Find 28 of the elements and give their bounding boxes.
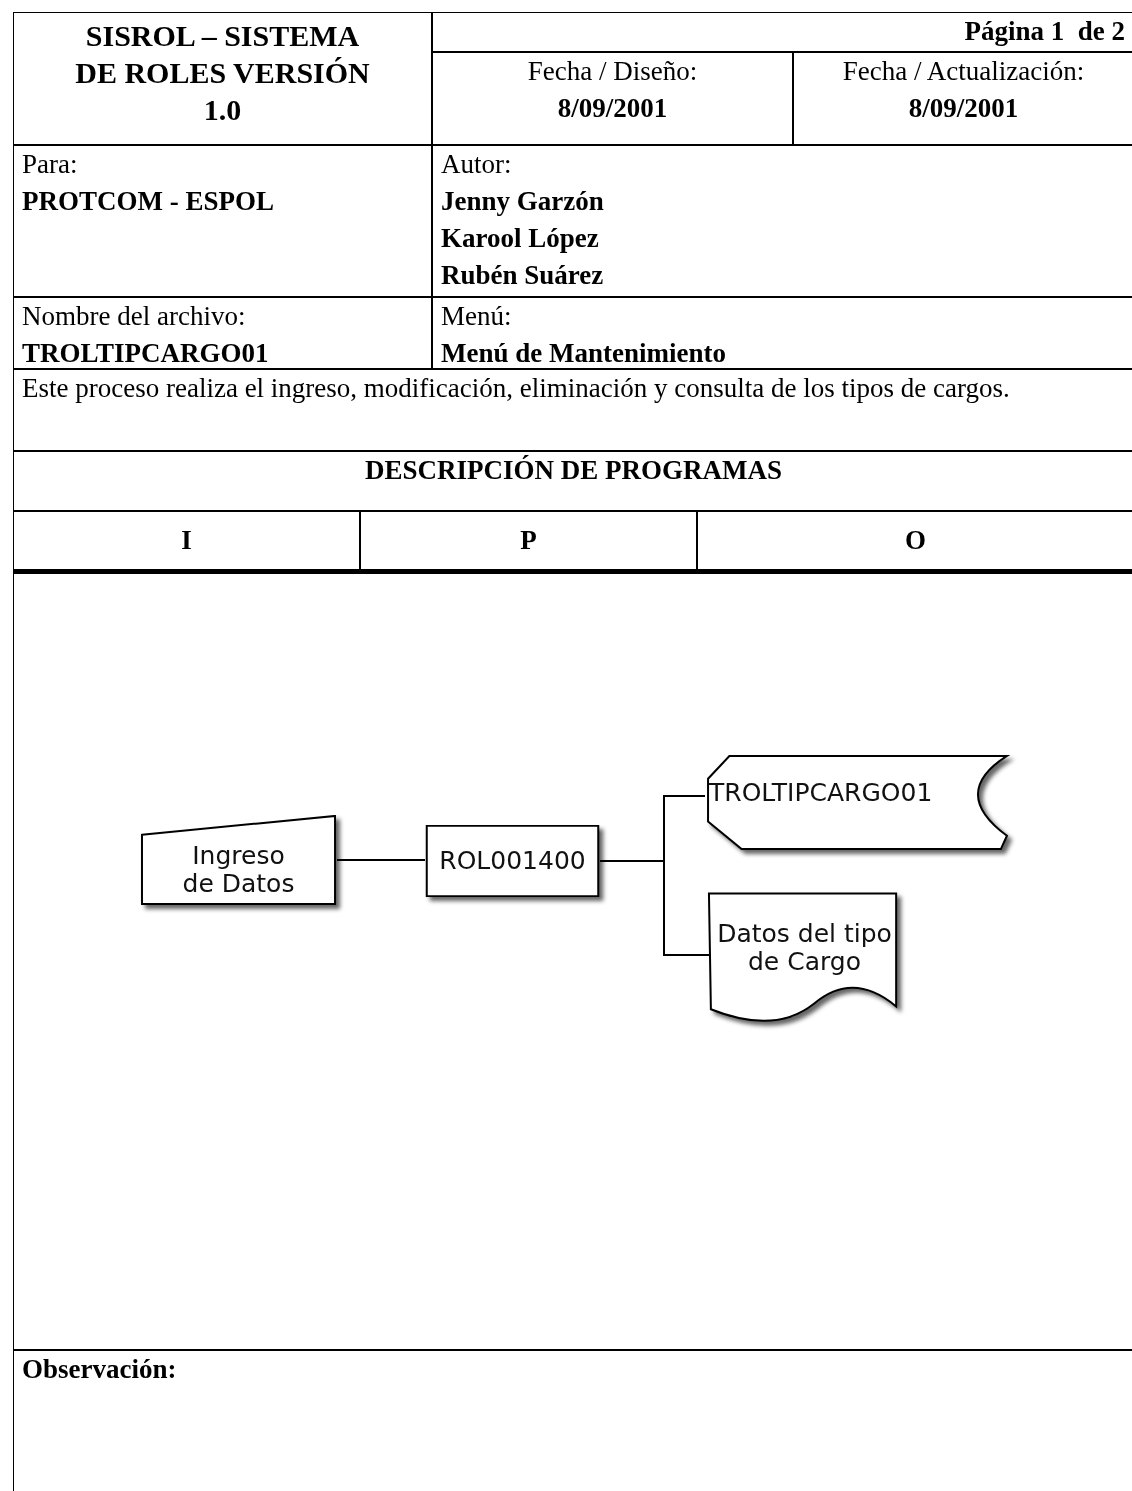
table-text: I: [181, 524, 192, 557]
node-text: ROL001400: [439, 847, 586, 875]
table-text: Jenny Garzón: [441, 185, 604, 218]
node-text: TROLTIPCARGO01: [709, 778, 933, 807]
table-text: Menú:: [441, 300, 512, 333]
table-text: Karool López: [441, 222, 599, 255]
table-text: PROTCOM - ESPOL: [22, 185, 274, 218]
table-text: 8/09/2001: [557, 92, 668, 125]
table-text: Rubén Suárez: [441, 259, 604, 292]
table-text: P: [520, 524, 537, 557]
node-text: Datos del tipo de Cargo: [717, 919, 892, 976]
table-text: Página 1 de 2: [964, 15, 1125, 48]
table-text: Nombre del archivo:: [22, 300, 246, 333]
connector-line: [336, 859, 426, 861]
table-text: Observación:: [22, 1353, 177, 1386]
table-text: Autor:: [441, 148, 512, 181]
table-text: 8/09/2001: [908, 92, 1019, 125]
table-text: DESCRIPCIÓN DE PROGRAMAS: [365, 454, 782, 487]
table-text: Fecha / Actualización:: [842, 55, 1085, 88]
node-text: Ingreso de Datos: [181, 842, 296, 898]
table-text: Este proceso realiza el ingreso, modificación, eliminación y consulta de los tipos de cargos.: [22, 372, 1010, 405]
table-text: Para:: [22, 148, 78, 181]
table-text: Menú de Mantenimiento: [441, 337, 726, 370]
connector-line: [599, 860, 711, 956]
table-text: Fecha / Diseño:: [527, 55, 698, 88]
table-text: TROLTIPCARGO01: [22, 337, 269, 370]
table-text: O: [905, 524, 926, 557]
document-title: SISROL – SISTEMA DE ROLES VERSIÓN 1.0: [74, 18, 371, 128]
